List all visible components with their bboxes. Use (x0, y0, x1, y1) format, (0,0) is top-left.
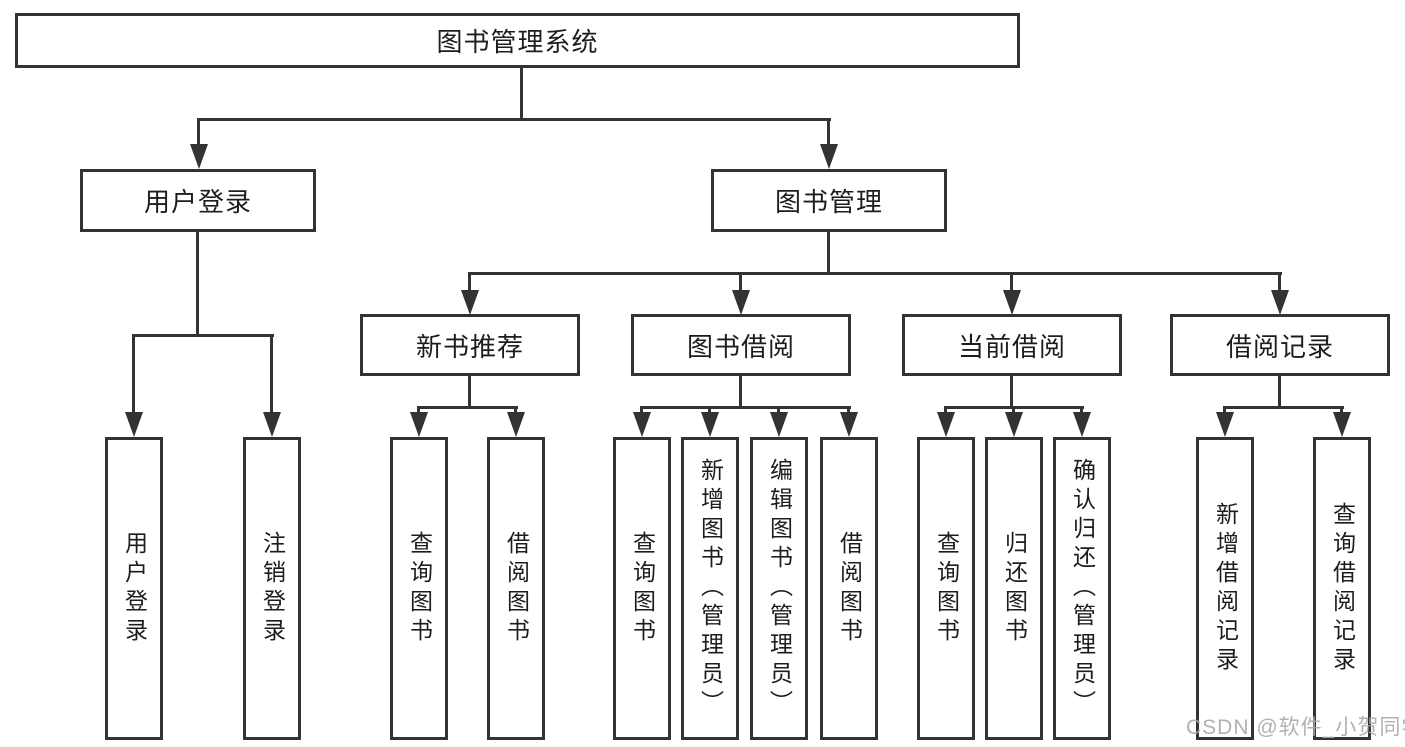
line-segment (739, 272, 742, 292)
arrowhead-down (840, 412, 858, 437)
line-segment (1012, 406, 1015, 414)
arrowhead-down (1271, 290, 1289, 315)
arrowhead-down (820, 144, 838, 169)
line-segment (468, 376, 471, 408)
csdn-watermark: CSDN @软件_小贺同学 (1186, 716, 1405, 739)
node-label: 当前借阅 (957, 331, 1066, 362)
line-segment (197, 118, 200, 146)
leaf-add-borrow-record: 新增借阅记录 (1196, 437, 1254, 740)
arrowhead-down (732, 290, 750, 315)
arrowhead-down (461, 290, 479, 315)
line-segment (708, 406, 711, 414)
arrowhead-down (937, 412, 955, 437)
line-segment (1278, 272, 1281, 292)
line-segment (1010, 376, 1013, 408)
node-user-login: 用户登录 (80, 169, 316, 232)
arrowhead-down (1333, 412, 1351, 437)
line-segment (468, 272, 1282, 275)
line-segment (1278, 376, 1281, 408)
leaf-borrow-books: 借阅图书 (820, 437, 878, 740)
leaf-return-books: 归还图书 (985, 437, 1043, 740)
leaf-add-books-admin: 新增图书（管理员） (681, 437, 739, 740)
node-label: 借阅记录 (1225, 331, 1334, 362)
node-borrowing-records: 借阅记录 (1170, 314, 1390, 376)
node-book-borrowing: 图书借阅 (631, 314, 851, 376)
line-segment (827, 232, 830, 274)
arrowhead-down (1003, 290, 1021, 315)
node-label: 借阅图书 (836, 530, 863, 647)
node-label: 新增图书（管理员） (697, 458, 724, 719)
arrowhead-down (263, 412, 281, 437)
node-current-borrowing: 当前借阅 (902, 314, 1122, 376)
node-new-book-recommend: 新书推荐 (360, 314, 580, 376)
node-label: 图书借阅 (686, 331, 795, 362)
leaf-borrow-books-recommend: 借阅图书 (487, 437, 545, 740)
node-label: 查询图书 (629, 530, 656, 647)
line-segment (827, 118, 830, 146)
line-segment (640, 406, 851, 409)
line-segment (1340, 406, 1343, 414)
line-segment (847, 406, 850, 414)
leaf-logout: 注销登录 (243, 437, 301, 740)
arrowhead-down (1216, 412, 1234, 437)
arrowhead-down (507, 412, 525, 437)
line-segment (132, 334, 135, 414)
arrowhead-down (770, 412, 788, 437)
line-segment (739, 376, 742, 408)
line-segment (1223, 406, 1226, 414)
arrowhead-down (410, 412, 428, 437)
line-segment (1010, 272, 1013, 292)
node-label: 归还图书 (1001, 530, 1028, 647)
leaf-query-books-current: 查询图书 (917, 437, 975, 740)
line-segment (944, 406, 947, 414)
line-segment (197, 118, 831, 121)
line-segment (417, 406, 518, 409)
node-label: 借阅图书 (503, 530, 530, 647)
node-label: 查询图书 (933, 530, 960, 647)
arrowhead-down (1005, 412, 1023, 437)
arrowhead-down (190, 144, 208, 169)
arrowhead-down (633, 412, 651, 437)
node-label: 图书管理 (774, 187, 883, 217)
node-label: 图书管理系统 (436, 27, 599, 57)
node-label: 查询借阅记录 (1329, 501, 1356, 676)
arrowhead-down (701, 412, 719, 437)
line-segment (468, 272, 471, 292)
node-label: 确认归还（管理员） (1069, 458, 1096, 719)
node-label: 查询图书 (406, 530, 433, 647)
line-segment (640, 406, 643, 414)
line-segment (196, 232, 199, 336)
arrowhead-down (1073, 412, 1091, 437)
line-segment (520, 66, 523, 120)
node-label: 新书推荐 (415, 331, 524, 362)
line-segment (1080, 406, 1083, 414)
node-label: 用户登录 (121, 530, 148, 647)
node-book-management: 图书管理 (711, 169, 947, 232)
leaf-query-borrow-record: 查询借阅记录 (1313, 437, 1371, 740)
line-segment (270, 334, 273, 414)
node-label: 新增借阅记录 (1212, 501, 1239, 676)
leaf-query-books-recommend: 查询图书 (390, 437, 448, 740)
node-label: 编辑图书（管理员） (766, 458, 793, 719)
line-segment (514, 406, 517, 414)
line-segment (417, 406, 420, 414)
leaf-query-books-borrow: 查询图书 (613, 437, 671, 740)
arrowhead-down (125, 412, 143, 437)
line-segment (132, 334, 274, 337)
leaf-edit-books-admin: 编辑图书（管理员） (750, 437, 808, 740)
line-segment (777, 406, 780, 414)
leaf-confirm-return-admin: 确认归还（管理员） (1053, 437, 1111, 740)
line-segment (1223, 406, 1344, 409)
node-label: 用户登录 (143, 187, 252, 217)
node-label: 注销登录 (259, 530, 286, 647)
leaf-user-login: 用户登录 (105, 437, 163, 740)
node-library-management-system: 图书管理系统 (15, 13, 1020, 68)
